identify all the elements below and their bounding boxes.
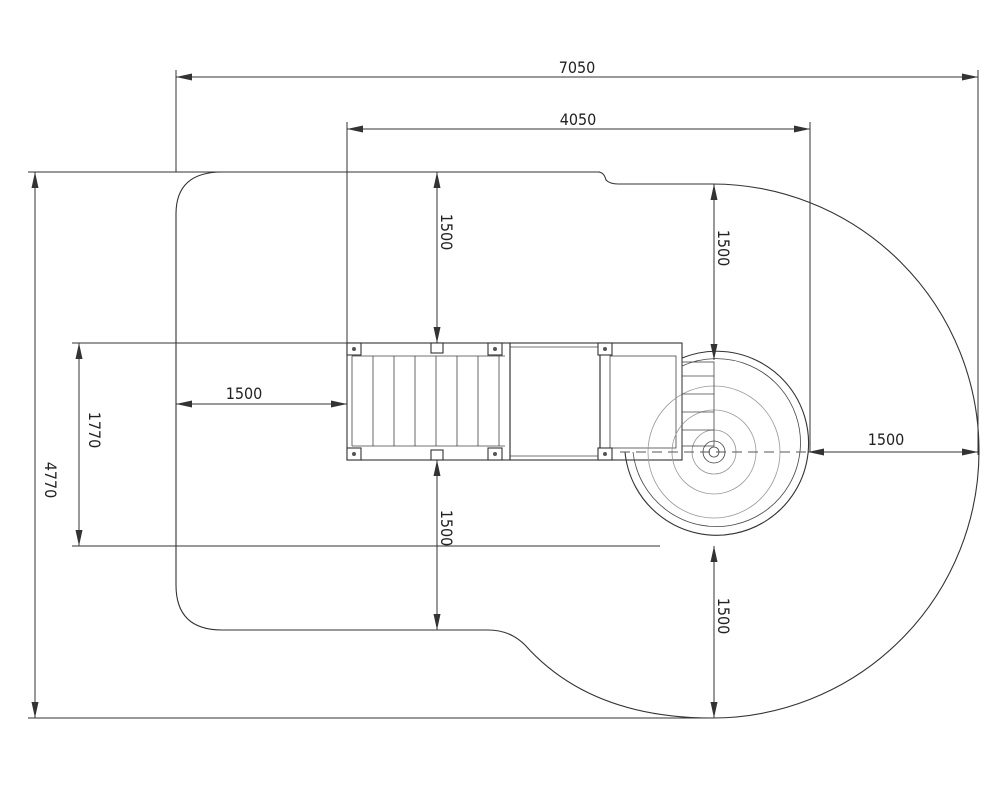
spiral-slide — [620, 350, 812, 536]
dim-clearance-left-label: 1500 — [226, 384, 263, 403]
safety-zone-outline — [175, 171, 980, 719]
tower-module — [597, 342, 683, 461]
dim-overall-depth-label: 4770 — [41, 462, 60, 499]
dim-structure-width-label: 4050 — [560, 110, 597, 129]
dim-structure-depth-label: 1770 — [85, 412, 104, 449]
extension-lines — [28, 70, 979, 719]
dimension-labels: 7050 4050 4770 1770 1500 1500 1500 1500 … — [41, 58, 904, 634]
dim-clearance-bottom-slide-label: 1500 — [714, 598, 733, 635]
dim-clearance-bottom-center-label: 1500 — [437, 510, 456, 547]
stairs-module — [346, 342, 511, 461]
dim-clearance-top-center-label: 1500 — [437, 214, 456, 251]
dim-clearance-top-slide-label: 1500 — [714, 230, 733, 267]
bridge-module — [509, 342, 601, 461]
dim-overall-width-label: 7050 — [559, 58, 596, 77]
dimension-lines — [31, 73, 978, 718]
dim-clearance-right-slide-label: 1500 — [868, 430, 905, 449]
